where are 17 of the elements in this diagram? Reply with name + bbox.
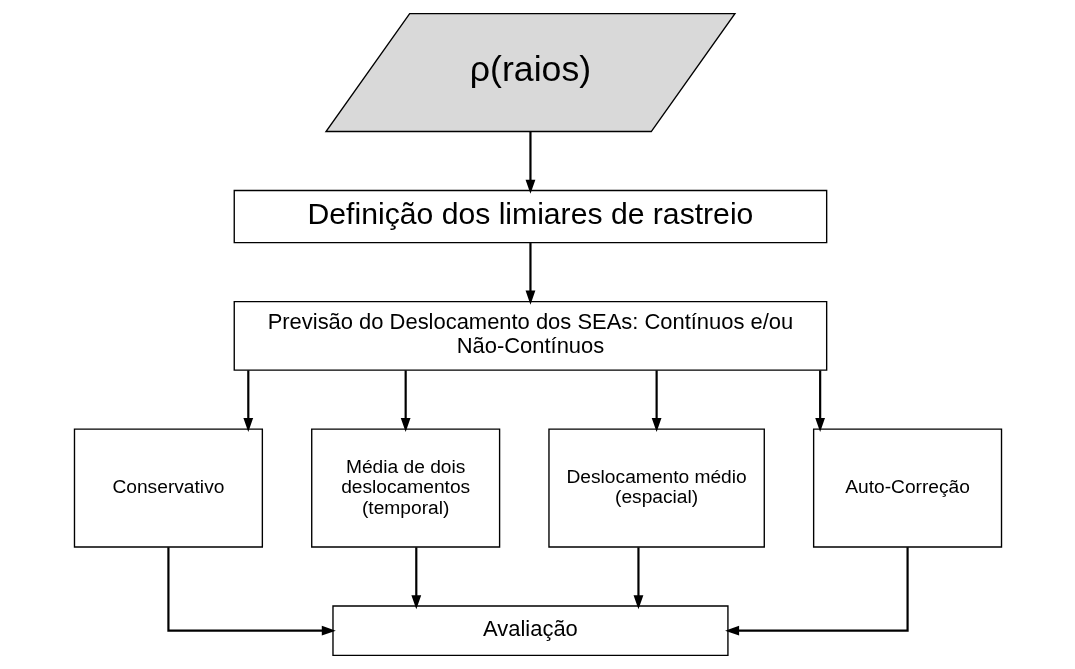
node-box: Conservativo: [73, 428, 263, 548]
arrow: [651, 370, 662, 432]
arrow: [724, 547, 909, 636]
arrow: [410, 547, 421, 610]
arrow: [525, 243, 535, 305]
node-box: Avaliação: [331, 605, 729, 657]
arrow: [814, 370, 825, 432]
arrow: [242, 370, 253, 432]
node-box: Deslocamento médio (espacial): [547, 428, 765, 548]
node-box: Auto-Correção: [812, 428, 1002, 548]
arrow: [400, 370, 411, 432]
arrow: [166, 547, 336, 636]
arrow: [525, 131, 535, 194]
node-box: Previsão do Deslocamento dos SEAs: Contínuos e/ou Não-Contínuos: [233, 300, 827, 371]
arrow: [633, 547, 643, 610]
node-box: Média de dois deslocamentos (temporal): [310, 428, 500, 548]
node-box: Definição dos limiares de rastreio: [233, 189, 827, 244]
